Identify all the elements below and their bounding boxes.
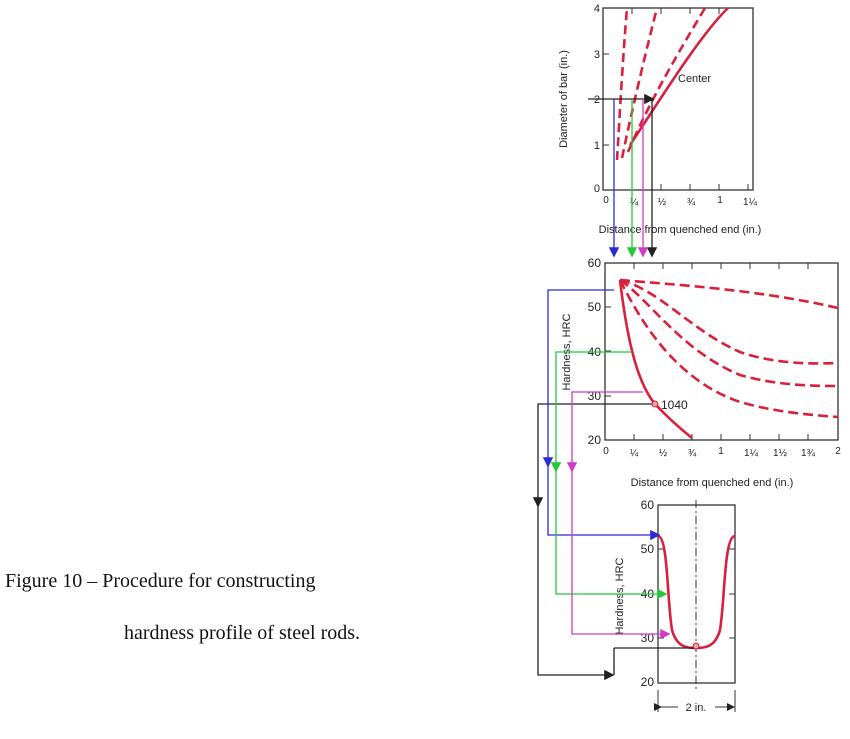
dia-xlabel: Distance from quenched end (in.) (599, 224, 762, 236)
jom-ytick-60: 60 (588, 256, 602, 270)
profile-center-marker (692, 642, 700, 650)
dia-xtick-4: 1 (717, 195, 723, 206)
diameter-chart: 4 3 2 1 0 0 ¼ ½ ¾ 1 1¼ Distance from que… (558, 3, 761, 236)
profile-chart: 60 50 40 30 20 Hardness, HRC 2 in. (614, 498, 736, 714)
dia-xtick-1: ¼ (630, 196, 639, 208)
prof-ytick-60: 60 (641, 498, 655, 512)
jom-1040-marker (651, 400, 659, 408)
jom-ytick-20: 20 (588, 433, 602, 447)
jom-xtick-2: ½ (659, 448, 668, 459)
dia-xtick-2: ½ (658, 197, 667, 208)
jom-xtick-3: ¾ (688, 448, 697, 459)
profile-width-label: 2 in. (686, 702, 707, 714)
jom-ytick-30: 30 (588, 389, 602, 403)
jominy-chart-frame (604, 262, 839, 441)
jom-xtick-8: 2 (835, 446, 841, 457)
magenta-route-down (566, 391, 643, 473)
jom-1040-label: 1040 (661, 398, 688, 412)
prof-ytick-50: 50 (641, 542, 655, 556)
jom-xtick-5: 1¼ (744, 447, 759, 459)
jom-curve-b (619, 278, 839, 365)
jom-xlabel: Distance from quenched end (in.) (631, 477, 794, 489)
dia-curve-three-quarter (620, 7, 659, 159)
prof-ytick-20: 20 (641, 675, 655, 689)
dia-xtick-5: 1¼ (743, 196, 758, 208)
jom-curve-1040 (618, 279, 693, 440)
jom-curve-a (619, 278, 839, 310)
jom-xtick-4: 1 (718, 446, 724, 457)
black-route-down (532, 403, 652, 508)
dia-ytick-2: 2 (594, 94, 600, 106)
green-route-in (555, 470, 668, 600)
jom-curve-c (619, 278, 839, 388)
construction-lines (532, 93, 694, 681)
figure-caption-line2: hardness profile of steel rods. (124, 622, 361, 644)
jom-xtick-7: 1¾ (801, 448, 816, 459)
prof-ylabel: Hardness, HRC (614, 557, 626, 634)
figure-caption-line1: Figure 10 – Procedure for constructing (5, 570, 316, 592)
jominy-chart: 60 50 40 30 20 0 ¼ ½ ¾ 1 1¼ 1½ 1¾ 2 Dist… (561, 256, 841, 489)
dia-ytick-4: 4 (594, 3, 600, 15)
green-route-down (550, 351, 632, 473)
magenta-route-in (571, 470, 671, 640)
dia-curve-surface (615, 7, 629, 161)
jom-curve-d (618, 279, 839, 419)
jom-xtick-1: ¼ (630, 447, 639, 459)
dia-ytick-3: 3 (594, 49, 600, 61)
dia-curve-center (628, 7, 729, 146)
dia-ylabel: Diameter of bar (in.) (558, 50, 570, 148)
dia-ytick-0: 0 (594, 183, 600, 195)
dia-center-label: Center (678, 73, 711, 85)
black-route-in (537, 505, 615, 681)
blue-route-down (542, 289, 614, 468)
prof-ytick-30: 30 (641, 631, 655, 645)
dia-ytick-1: 1 (594, 140, 600, 152)
jom-xtick-0: 0 (603, 446, 609, 457)
jom-ytick-50: 50 (588, 300, 602, 314)
blue-route-in (547, 465, 661, 541)
dia-xtick-3: ¾ (687, 197, 696, 208)
jom-xtick-6: 1½ (773, 448, 788, 459)
dia-xtick-0: 0 (603, 195, 609, 206)
